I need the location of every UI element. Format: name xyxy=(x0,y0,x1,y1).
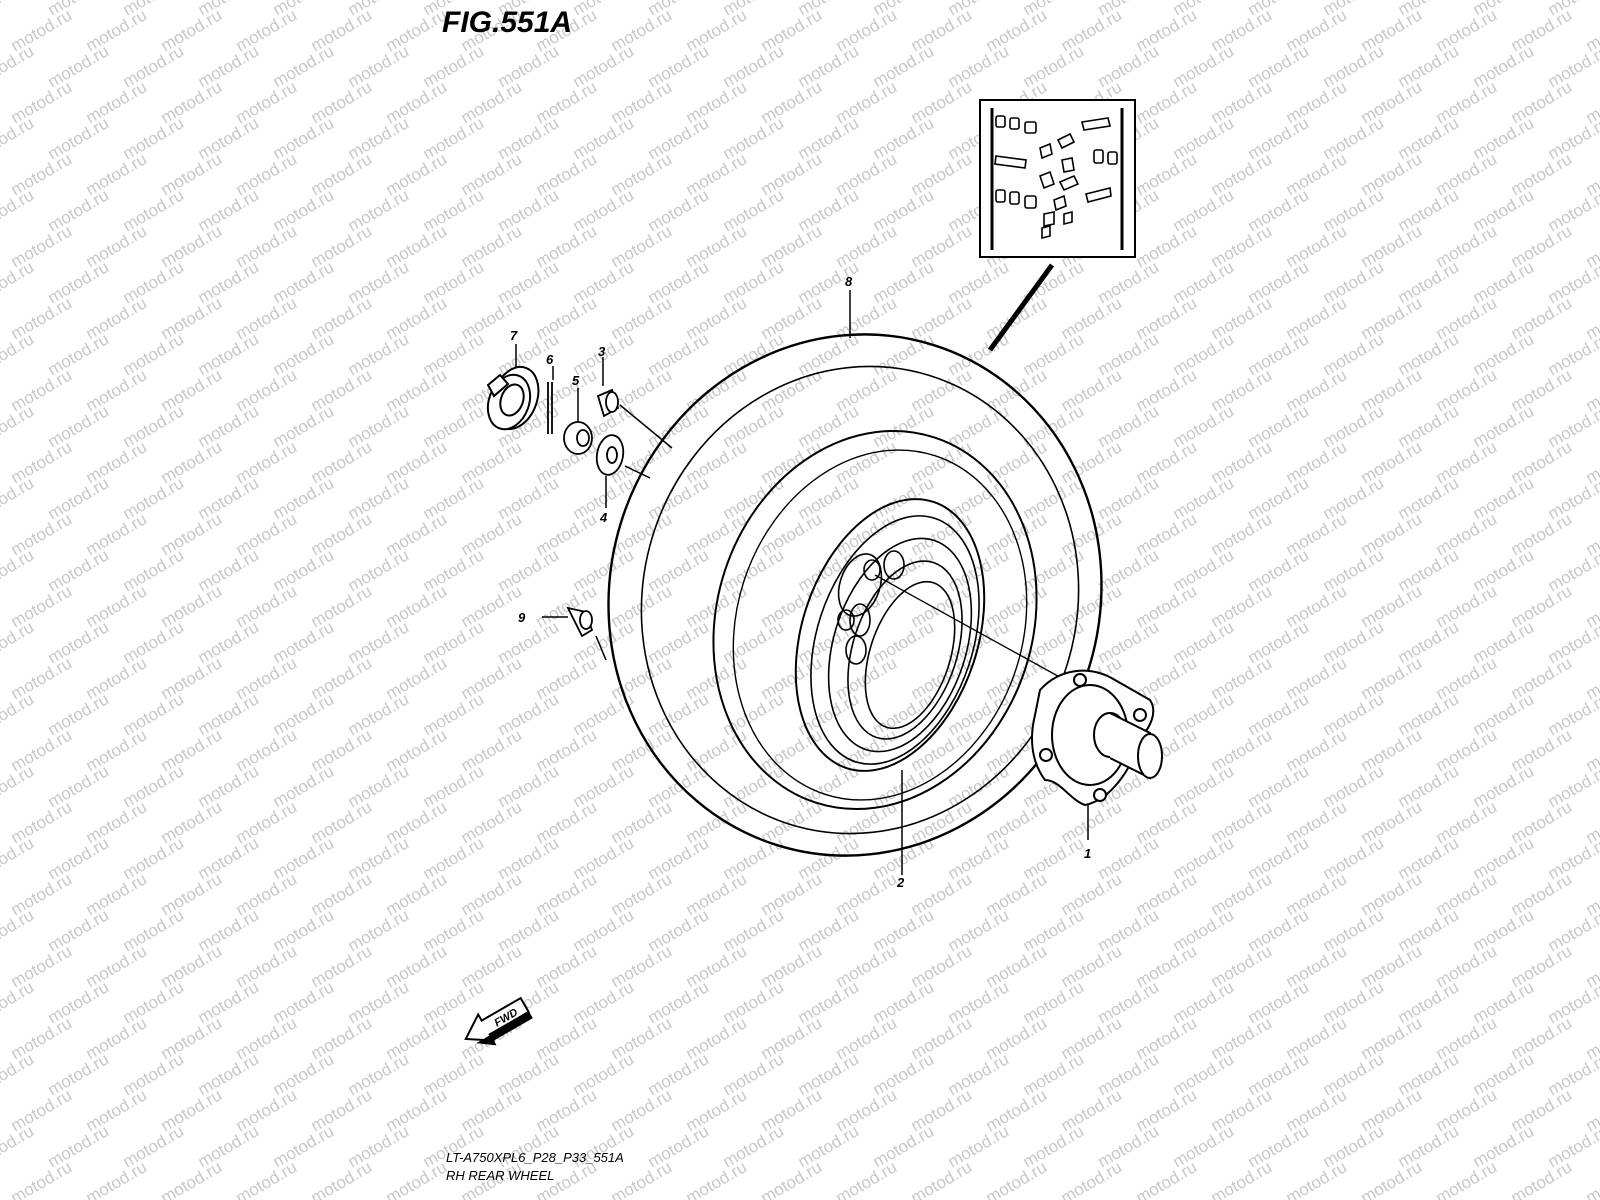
cotter-pin xyxy=(547,382,553,434)
wheel-nut xyxy=(596,388,620,418)
rear-tire xyxy=(607,333,1103,857)
figure-title: FIG.551A xyxy=(442,6,573,39)
wheel-hub xyxy=(1031,669,1163,807)
callout-3: 3 xyxy=(598,344,606,359)
tread-pattern-inset xyxy=(979,99,1136,352)
callout-6: 6 xyxy=(546,352,554,367)
callout-5: 5 xyxy=(572,373,580,388)
callout-9: 9 xyxy=(518,610,526,625)
castle-nut xyxy=(563,421,593,455)
callout-8: 8 xyxy=(845,274,853,289)
callout-2: 2 xyxy=(896,875,905,890)
hub-cap xyxy=(486,366,540,431)
fwd-arrow-icon: FWD xyxy=(464,996,533,1046)
washer xyxy=(595,434,625,476)
callout-1: 1 xyxy=(1084,846,1091,861)
wheel-rim xyxy=(794,498,1066,772)
callout-4: 4 xyxy=(599,510,608,525)
tire-valve xyxy=(566,606,594,638)
diagram-caption: RH REAR WHEEL xyxy=(446,1168,555,1183)
callout-7: 7 xyxy=(510,328,518,343)
diagram-code: LT-A750XPL6_P28_P33_551A xyxy=(446,1150,624,1165)
